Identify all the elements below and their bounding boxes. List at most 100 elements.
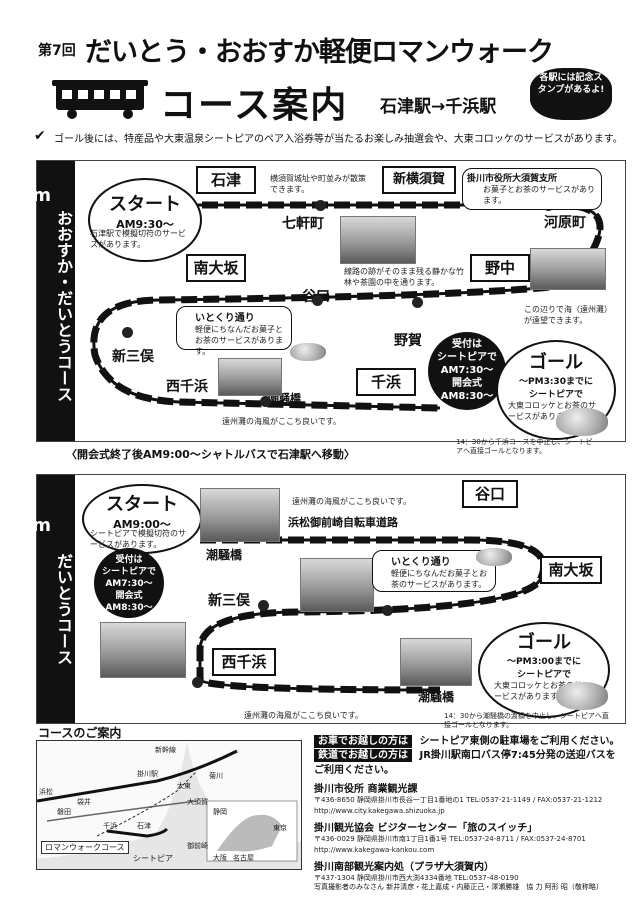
course1-note-sea: この辺りで海（遠州灘）が遠望できます。 — [524, 305, 612, 325]
course1-label: おおすか・だいとうコース 18km — [0, 161, 75, 441]
course1-frame: おおすか・だいとうコース 18km — [0, 160, 626, 442]
map-legend: ロマンウォークコース — [41, 841, 129, 854]
course2-stop-shiosaibashi-2: 潮騒橋 — [418, 690, 455, 704]
course2-photo-bridge — [200, 488, 280, 542]
goal-notice: ゴール後には、特産品や大東温泉シートピアのペア入浴券等が当たるお楽しみ抽選会や、… — [54, 134, 623, 145]
course2-start-note: シートピアで模擬切符のサービスがあります。 — [90, 529, 186, 549]
course1-reception: 受付は シートピアで AM7:30～ 開会式 AM8:30～ — [428, 332, 506, 410]
contact-address-text: 〒436-8650 静岡県掛川市長谷一丁目1番地の1 — [314, 796, 464, 804]
course2-reception-line: AM7:30～ — [105, 579, 153, 589]
course2-dot — [192, 677, 203, 688]
course1-itokuri-title: いとくり通り — [195, 313, 255, 324]
course2-start-label: スタート — [106, 494, 178, 515]
course2-croquette-image — [556, 682, 608, 710]
guide-subtitle: コース案内 — [160, 85, 349, 126]
event-title: だいとう・おおすか軽便ロマンウォーク — [85, 37, 554, 68]
course2-goal-line: シートピアで — [516, 670, 571, 680]
course1-station-chihama: 千浜 — [356, 368, 416, 396]
course2-goal-label: ゴール — [517, 632, 571, 653]
map-label-kakegawa: 掛川駅 — [137, 770, 158, 778]
course1-station-nonaka: 野中 — [470, 254, 530, 282]
map-label-nagoya: 名古屋 — [233, 854, 254, 862]
course1-station-minamiosaka: 南大坂 — [186, 254, 246, 282]
contact-block: 掛川市役所 商業観光課 〒436-8650 静岡県掛川市長谷一丁目1番地の1 T… — [314, 780, 624, 884]
course1-photo-bridge — [218, 358, 282, 396]
check-icon: ✔ — [34, 128, 46, 144]
course2-reception-line: 開会式 — [115, 591, 143, 601]
access-train-text: JR掛川駅南口バス停7:45分発の送迎バスをご利用ください。 — [314, 750, 616, 776]
contact-tel: TEL:0537-48-0190 — [453, 874, 519, 882]
course1-stop-nishichihama: 西千浜 — [166, 379, 208, 395]
course2-itokuri-title: いとくり通り — [391, 557, 451, 568]
course1-distance: 18km — [0, 185, 51, 206]
map-label-kikugawa: 菊川 — [209, 772, 223, 780]
course1-reception-line: AM7:30～ — [440, 365, 494, 376]
map-label-chihama: 千浜 — [103, 822, 117, 830]
course2-distance: 12km — [0, 515, 51, 536]
map-label-osuka: 大須賀 — [187, 798, 208, 806]
course1-croquette-image — [556, 408, 608, 436]
map-label-iwata: 磐田 — [57, 808, 71, 816]
course1-photo-station — [340, 216, 416, 264]
contact-tel: TEL:0537-21-1149 / FAX:0537-21-1212 — [466, 796, 603, 804]
course1-city-office-box: 掛川市役所大須賀支所 お菓子とお茶のサービスがあります。 — [462, 168, 602, 210]
course1-stop-shichikencho: 七軒町 — [282, 216, 324, 232]
course1-start: スタート AM9:30～ — [88, 178, 202, 262]
course1-start-time: AM9:30～ — [116, 218, 174, 231]
course1-start-note: 石津駅で模擬切符のサービスがあります。 — [90, 229, 186, 249]
course2-station-nishichihama: 西千浜 — [212, 648, 276, 676]
course1-dot — [312, 295, 323, 306]
course2-itokuri-note: 軽便にちなんだお菓子とお茶のサービスがあります。 — [391, 569, 487, 589]
map-title: コースのご案内 — [38, 726, 122, 740]
course2-goal-note: 大東コロッケとお茶のサービスがあります。 — [494, 681, 582, 701]
course2-bike-road: 浜松御前崎自転車道路 — [288, 516, 398, 529]
contact-address-text: 〒437-1304 静岡県掛川市西大渕4334番地 — [314, 874, 452, 882]
course1-dot — [122, 327, 133, 338]
contact-url[interactable]: http://www.city.kakegawa.shizuoka.jp — [314, 807, 445, 815]
course2-photo-station — [300, 558, 374, 612]
course1-reception-line: 開会式 — [452, 378, 482, 389]
map-label-tokyo: 東京 — [273, 824, 287, 832]
course2-photo-structure — [100, 622, 186, 678]
course1-stop-kawaramachi: 河原町 — [544, 215, 586, 231]
course1-station-shinyokosuka: 新横須賀 — [382, 166, 456, 194]
course2-itokuri-box: いとくり通り 軽便にちなんだお菓子とお茶のサービスがあります。 — [372, 550, 496, 592]
photo-credits: 写真撮影者のみなさん 新井清彦・花上嘉成・内藤正己・澤瀬勝雄 協 力 阿形 昭（… — [314, 883, 603, 891]
course2-station-minamiosaka: 南大坂 — [540, 556, 602, 584]
course2-snack-image — [476, 548, 512, 566]
course1-goal-line: ～PM3:30までに — [519, 377, 593, 387]
course1-goal-note: 大東コロッケとお茶のサービスがあります。 — [508, 401, 596, 421]
course1-goal-label: ゴール — [529, 352, 583, 373]
course2-reception-line: AM8:30～ — [105, 603, 153, 613]
access-train-label: 鉄道でお越しの方は — [314, 749, 412, 762]
course1-reception-line: シートピアで — [437, 352, 497, 363]
contact-name: 掛川観光協会 ビジターセンター「旅のスイッチ」 — [314, 823, 538, 834]
course1-snack-image — [290, 343, 326, 361]
stamp-badge-text: 各駅には記念スタンプがあるよ! — [537, 73, 605, 95]
course2-goal-line: ～PM3:00までに — [507, 657, 581, 667]
contact-address: 〒436-8650 静岡県掛川市長谷一丁目1番地の1 TEL:0537-21-1… — [314, 795, 624, 806]
course2-dot — [258, 600, 269, 611]
stamp-badge: 各駅には記念スタンプがあるよ! — [530, 68, 612, 120]
contact-url[interactable]: http://www.kakegawa-kankou.com — [314, 846, 435, 854]
course2-frame: だいとうコース 12km — [0, 474, 626, 724]
course2-name: だいとうコース — [54, 553, 73, 665]
map-seatopia: シートピア — [133, 854, 173, 863]
course1-itokuri-note: 軽便にちなんだお菓子とお茶のサービスがあります。 — [195, 325, 283, 356]
contact-address-text: 〒436-0029 静岡県掛川市南1丁目1番1号 — [314, 835, 448, 843]
course1-station-ishizu: 石津 — [196, 166, 256, 194]
map-label-shizuoka: 静岡 — [213, 808, 227, 816]
access-car-text: シートピア東側の駐車場をご利用ください。 — [419, 736, 620, 747]
course2-station-taniguchi: 谷口 — [462, 480, 518, 508]
course2-reception-line: 受付は — [115, 555, 143, 565]
course1-sea-breeze: 遠州灘の海風がここち良いです。 — [222, 417, 341, 426]
course-map: 新幹線 掛川駅 大東 大須賀 菊川 静岡 浜松 御前崎 袋井 磐田 石津 千浜 … — [36, 740, 302, 870]
course2-photo-sea — [400, 638, 472, 686]
contact-address: 〒437-1304 静岡県掛川市西大渕4334番地 TEL:0537-48-01… — [314, 873, 624, 884]
map-label-osaka: 大阪 — [213, 854, 227, 862]
course1-dot — [412, 297, 423, 308]
contact-address: 〒436-0029 静岡県掛川市南1丁目1番1号 TEL:0537-24-871… — [314, 834, 624, 845]
course1-start-label: スタート — [109, 194, 181, 215]
map-label-fukuroi: 袋井 — [77, 798, 91, 806]
